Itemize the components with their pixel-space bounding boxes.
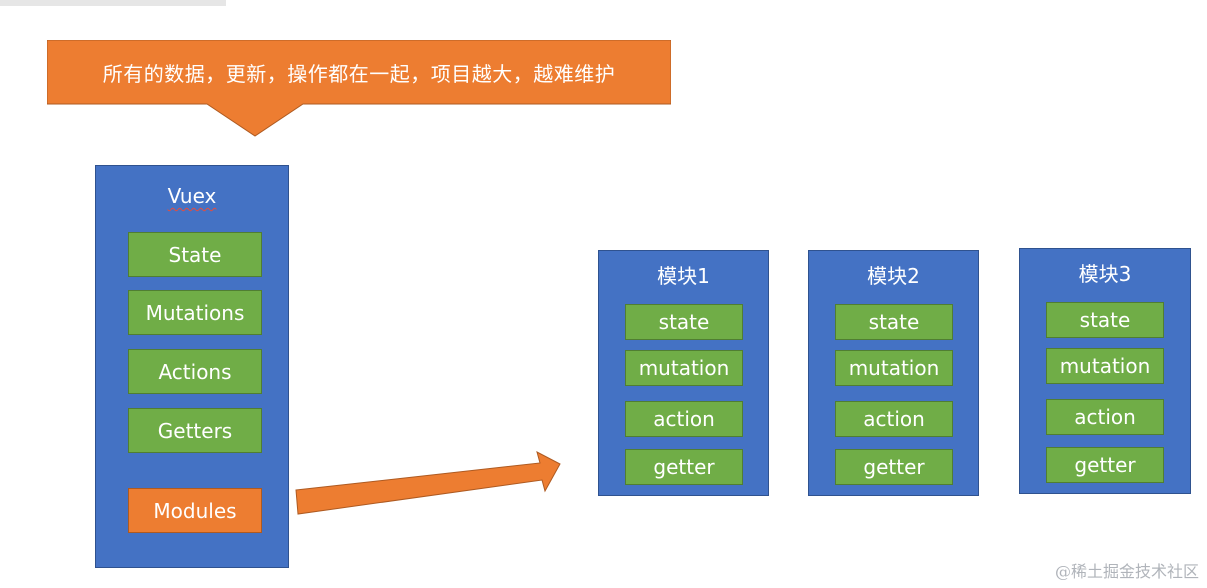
module-2-action: action [835,401,953,437]
module-3-title: 模块3 [1078,262,1132,286]
module-1-title: 模块1 [657,264,710,288]
vuex-container: Vuex State Mutations Actions Getters Mod… [95,165,289,568]
module-2-title: 模块2 [867,264,920,288]
module-2: 模块2 state mutation action getter [808,250,979,496]
top-strip [0,0,226,6]
module-2-mutation: mutation [835,350,953,386]
module-1: 模块1 state mutation action getter [598,250,769,496]
modules-arrow [295,451,561,515]
module-3-state: state [1046,302,1164,338]
module-1-action: action [625,401,743,437]
vuex-actions: Actions [128,349,262,394]
watermark: @稀土掘金技术社区 [1054,562,1199,581]
callout-text: 所有的数据，更新，操作都在一起，项目越大，越难维护 [102,61,616,86]
module-3: 模块3 state mutation action getter [1019,248,1191,494]
module-2-getter: getter [835,449,953,485]
callout-shape [47,40,671,137]
vuex-state: State [128,232,262,277]
module-1-state: state [625,304,743,340]
vuex-getters: Getters [128,408,262,453]
module-3-action: action [1046,399,1164,435]
module-3-getter: getter [1046,447,1164,483]
vuex-title: Vuex [167,184,217,208]
module-1-getter: getter [625,449,743,485]
vuex-mutations: Mutations [128,290,262,335]
callout: 所有的数据，更新，操作都在一起，项目越大，越难维护 [47,40,671,138]
module-3-mutation: mutation [1046,348,1164,384]
module-1-mutation: mutation [625,350,743,386]
module-2-state: state [835,304,953,340]
vuex-modules: Modules [128,488,262,533]
